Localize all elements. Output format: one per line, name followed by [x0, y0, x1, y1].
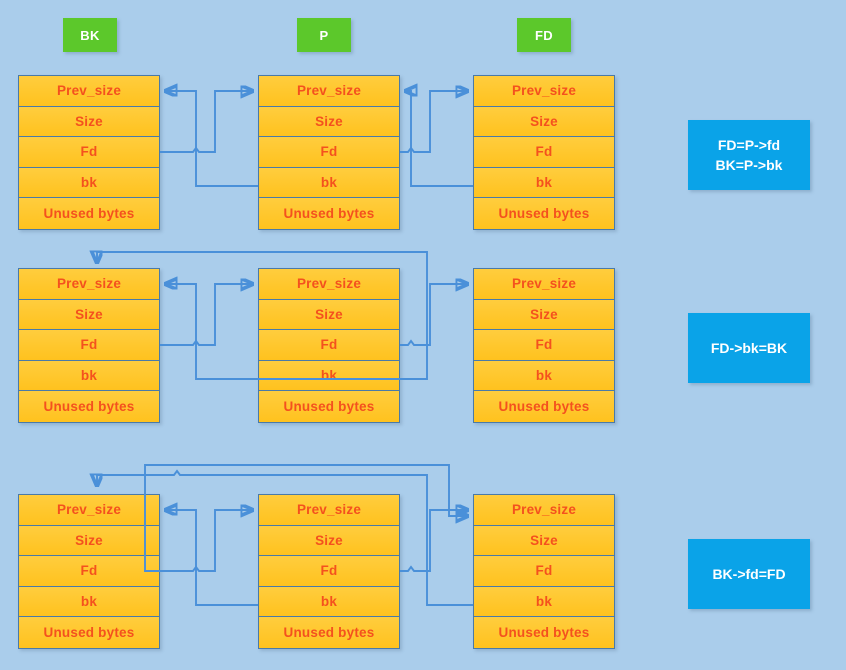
field-unused-bytes: Unused bytes	[259, 391, 399, 422]
field-fd: Fd	[474, 137, 614, 168]
field-bk: bk	[474, 360, 614, 392]
row2-p-fd-to-fd	[400, 284, 467, 346]
field-fd: Fd	[474, 330, 614, 361]
row-2-chunk-p: Prev_size Size Fd bk Unused bytes	[258, 268, 400, 423]
row-1-chunk-bk: Prev_size Size Fd bk Unused bytes	[18, 75, 160, 230]
field-size: Size	[259, 106, 399, 138]
row3-bk-fd-to-p	[160, 510, 252, 572]
row-2-note-line-1: FD->bk=BK	[710, 339, 788, 356]
row3-p-fd-to-fd	[400, 510, 467, 572]
field-fd: Fd	[19, 330, 159, 361]
row-1-note-line-1: FD=P->fd	[717, 136, 781, 153]
row-2-chunk-bk: Prev_size Size Fd bk Unused bytes	[18, 268, 160, 423]
field-size: Size	[474, 106, 614, 138]
row-2-chunk-fd: Prev_size Size Fd bk Unused bytes	[473, 268, 615, 423]
field-prev-size: Prev_size	[259, 76, 399, 107]
row-2-note: FD->bk=BK	[688, 313, 810, 383]
field-unused-bytes: Unused bytes	[474, 617, 614, 648]
row-3-chunk-p: Prev_size Size Fd bk Unused bytes	[258, 494, 400, 649]
field-unused-bytes: Unused bytes	[259, 198, 399, 229]
field-unused-bytes: Unused bytes	[19, 391, 159, 422]
row3-p-bk-to-bk	[166, 510, 258, 606]
field-fd: Fd	[474, 556, 614, 587]
field-prev-size: Prev_size	[19, 495, 159, 526]
field-bk: bk	[19, 167, 159, 199]
row1-bk-fd-to-p	[160, 91, 252, 153]
row-3-note: BK->fd=FD	[688, 539, 810, 609]
field-unused-bytes: Unused bytes	[259, 617, 399, 648]
row1-fd-bk-to-p	[406, 91, 473, 187]
field-prev-size: Prev_size	[19, 269, 159, 300]
field-fd: Fd	[259, 330, 399, 361]
field-size: Size	[474, 525, 614, 557]
field-prev-size: Prev_size	[19, 76, 159, 107]
field-unused-bytes: Unused bytes	[19, 198, 159, 229]
field-bk: bk	[259, 360, 399, 392]
field-bk: bk	[19, 360, 159, 392]
row1-p-fd-to-fd	[400, 91, 467, 153]
bk-pointer-label: BK	[63, 18, 117, 52]
field-prev-size: Prev_size	[474, 269, 614, 300]
row2-p-bk-to-bk	[166, 284, 258, 380]
row-3-chunk-bk: Prev_size Size Fd bk Unused bytes	[18, 494, 160, 649]
field-size: Size	[19, 299, 159, 331]
row-1-note-line-2: BK=P->bk	[715, 157, 783, 173]
field-fd: Fd	[19, 137, 159, 168]
p-pointer-label: P	[297, 18, 351, 52]
field-bk: bk	[19, 586, 159, 618]
field-bk: bk	[259, 586, 399, 618]
row-1-chunk-p: Prev_size Size Fd bk Unused bytes	[258, 75, 400, 230]
field-unused-bytes: Unused bytes	[19, 617, 159, 648]
field-size: Size	[19, 525, 159, 557]
field-prev-size: Prev_size	[259, 495, 399, 526]
field-unused-bytes: Unused bytes	[474, 391, 614, 422]
field-fd: Fd	[259, 556, 399, 587]
field-prev-size: Prev_size	[474, 76, 614, 107]
field-bk: bk	[474, 167, 614, 199]
field-bk: bk	[259, 167, 399, 199]
fd-pointer-label: FD	[517, 18, 571, 52]
field-prev-size: Prev_size	[259, 269, 399, 300]
field-size: Size	[19, 106, 159, 138]
row-3-chunk-fd: Prev_size Size Fd bk Unused bytes	[473, 494, 615, 649]
row-1-note: FD=P->fd BK=P->bk	[688, 120, 810, 190]
row-1-chunk-fd: Prev_size Size Fd bk Unused bytes	[473, 75, 615, 230]
field-prev-size: Prev_size	[474, 495, 614, 526]
row1-p-bk-to-bk	[166, 91, 258, 187]
field-size: Size	[259, 525, 399, 557]
field-size: Size	[474, 299, 614, 331]
field-size: Size	[259, 299, 399, 331]
field-fd: Fd	[19, 556, 159, 587]
field-bk: bk	[474, 586, 614, 618]
row-3-note-line-1: BK->fd=FD	[712, 565, 786, 582]
field-fd: Fd	[259, 137, 399, 168]
row2-bk-fd-to-p	[160, 284, 252, 346]
field-unused-bytes: Unused bytes	[474, 198, 614, 229]
